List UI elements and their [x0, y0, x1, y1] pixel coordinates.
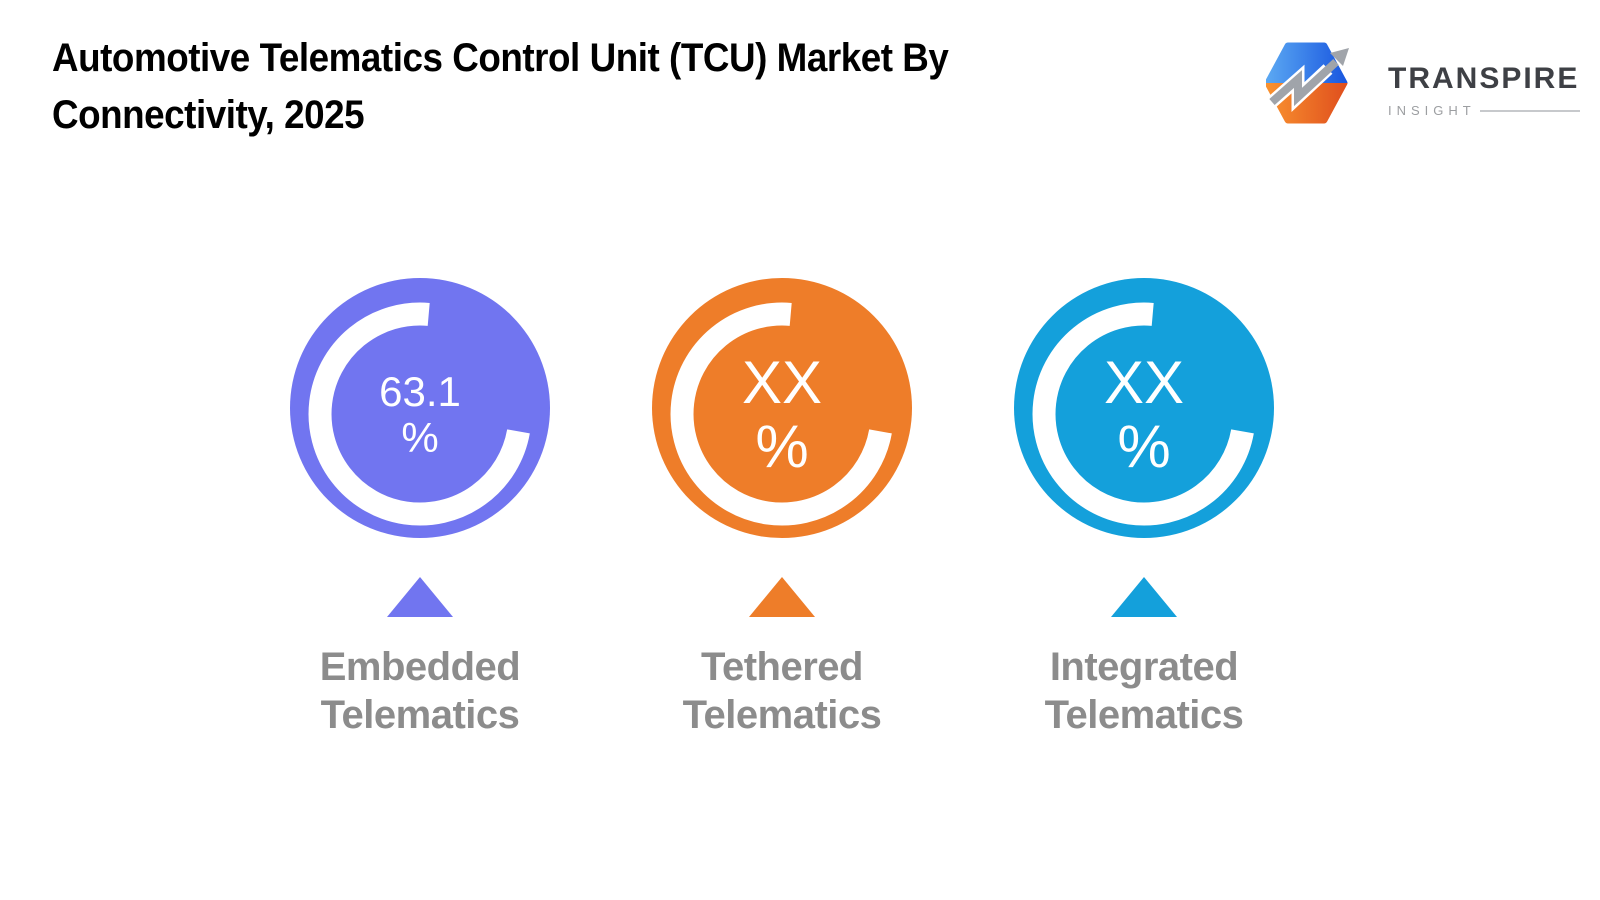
segment-label-line1: Embedded: [319, 645, 521, 689]
gauge-value: XX %: [1014, 278, 1274, 538]
gauge-value: 63.1 %: [290, 278, 550, 538]
page-title-line2: Connectivity, 2025: [52, 93, 365, 137]
gauge-value-unit: %: [755, 413, 809, 480]
gauge-value-number: XX: [741, 349, 823, 416]
segment-label-line2: Telematics: [1044, 693, 1244, 737]
brand-logo: TRANSPIRE INSIGHT: [1266, 40, 1580, 124]
triangle-pointer: [1111, 577, 1177, 617]
gauge-embedded: 63.1 %: [290, 278, 550, 538]
brand-tagline: INSIGHT: [1388, 103, 1476, 118]
brand-name: TRANSPIRE: [1388, 62, 1580, 95]
gauge-value-unit: %: [401, 414, 439, 461]
gauge-arc: [670, 302, 892, 526]
segment-label-line2: Telematics: [320, 693, 520, 737]
triangle-pointer-shape: [749, 577, 815, 617]
growth-arrow-icon: [1269, 59, 1339, 107]
segment-integrated-telematics: XX % Integrated Telematics: [963, 278, 1325, 739]
segment-embedded-telematics: 63.1 % Embedded Telematics: [239, 278, 601, 739]
gauge-embedded-svg: [290, 278, 550, 538]
segment-label: Integrated Telematics: [1045, 643, 1244, 739]
page-title-line1: Automotive Telematics Control Unit (TCU)…: [52, 36, 949, 80]
gauge-arc: [308, 302, 530, 526]
segment-label-line1: Integrated: [1049, 645, 1239, 689]
gauge-value: XX %: [652, 278, 912, 538]
tagline-rule: [1479, 109, 1580, 112]
segment-label: Tethered Telematics: [683, 643, 882, 739]
gauge-value-unit: %: [1117, 413, 1171, 480]
brand-logo-text: TRANSPIRE INSIGHT: [1388, 62, 1580, 124]
gauge-tethered: XX %: [652, 278, 912, 538]
gauge-value-number: 63.1: [379, 368, 461, 415]
arrow-head: [1330, 48, 1349, 66]
brand-logo-icon: [1266, 42, 1349, 124]
brand-tagline-row: INSIGHT: [1388, 103, 1580, 118]
gauge-value-number: XX: [1103, 349, 1185, 416]
page-title: Automotive Telematics Control Unit (TCU)…: [52, 30, 949, 144]
gauge-row: 63.1 % Embedded Telematics XX %: [239, 278, 1325, 739]
gauge-tethered-svg: [652, 278, 912, 538]
segment-tethered-telematics: XX % Tethered Telematics: [601, 278, 963, 739]
gauge-integrated: XX %: [1014, 278, 1274, 538]
segment-label-line2: Telematics: [682, 693, 882, 737]
triangle-pointer-shape: [387, 577, 453, 617]
triangle-pointer: [749, 577, 815, 617]
segment-label: Embedded Telematics: [319, 643, 521, 739]
triangle-pointer-shape: [1111, 577, 1177, 617]
gauge-integrated-svg: [1014, 278, 1274, 538]
segment-label-line1: Tethered: [701, 645, 863, 689]
gauge-arc: [1032, 302, 1254, 526]
triangle-pointer: [387, 577, 453, 617]
